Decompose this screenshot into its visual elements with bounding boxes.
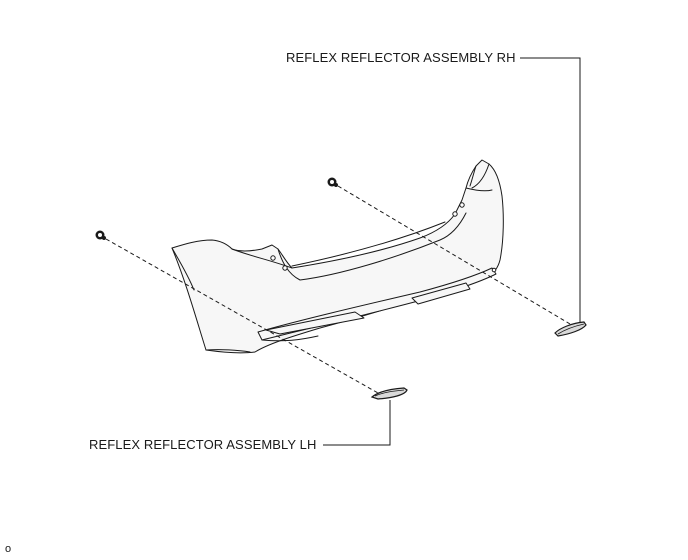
rear-bumper-cover <box>171 159 504 354</box>
label-reflex-reflector-lh: REFLEX REFLECTOR ASSEMBLY LH <box>89 437 317 452</box>
leader-line-lh <box>323 400 391 446</box>
reflex-reflector-rh <box>554 321 587 337</box>
installation-lines <box>105 185 571 394</box>
leader-line-rh <box>520 57 581 322</box>
screw-left <box>95 230 106 240</box>
screw-right <box>327 177 338 187</box>
leader-lines <box>323 57 581 446</box>
figure-code: o <box>5 543 12 555</box>
label-reflex-reflector-rh: REFLEX REFLECTOR ASSEMBLY RH <box>286 50 516 65</box>
reflex-reflector-lh <box>370 387 408 400</box>
